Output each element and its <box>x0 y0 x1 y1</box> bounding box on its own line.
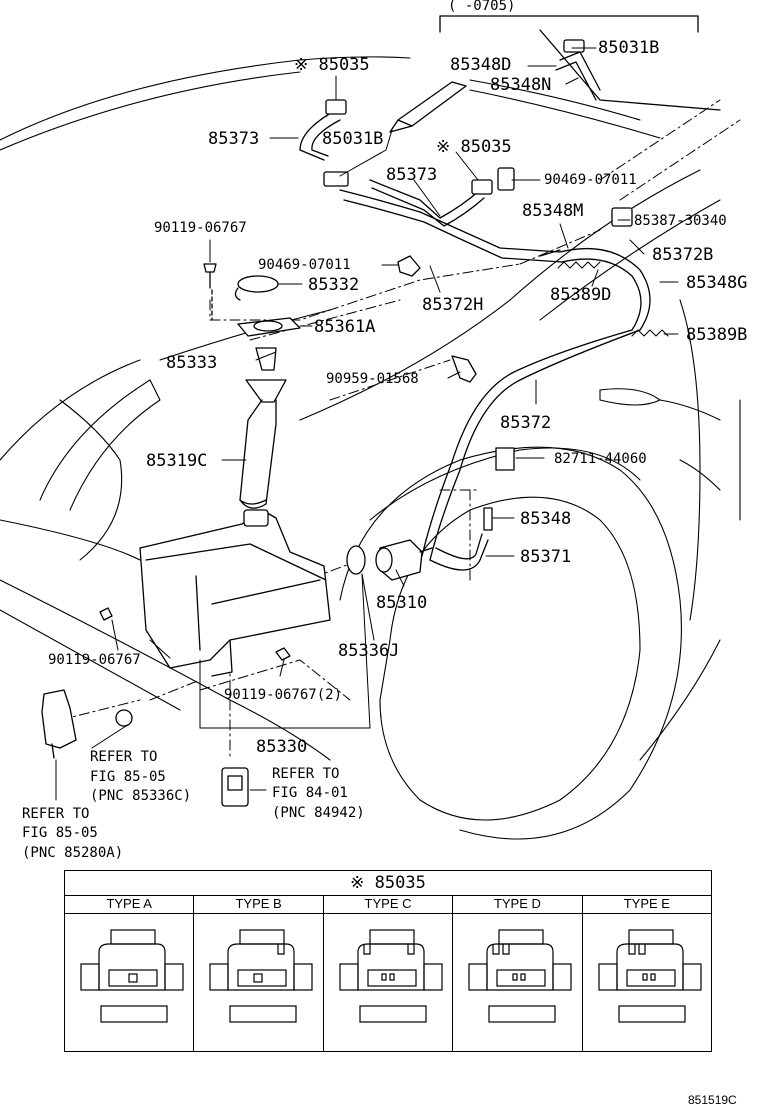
direction-arrow <box>397 81 467 127</box>
part-label-90119-c[interactable]: 90119-06767(2) <box>224 687 343 703</box>
part-label-90469-a[interactable]: 90469-07011 <box>544 172 637 188</box>
part-label-85387[interactable]: 85387-30340 <box>634 213 727 229</box>
part-label-82711[interactable]: 82711-44060 <box>554 451 647 467</box>
nozzle-type-table-title: ※ 85035 <box>65 871 711 896</box>
part-label-85373-b[interactable]: 85373 <box>386 165 438 185</box>
leader-lines <box>59 99 741 761</box>
nozzle-type-a-icon <box>80 929 184 1023</box>
refer-note-2-line2[interactable]: FIG 84-01 <box>272 785 348 801</box>
part-label-85348g[interactable]: 85348G <box>686 273 748 293</box>
hose-icon <box>299 29 721 571</box>
part-label-85310[interactable]: 85310 <box>376 593 428 613</box>
part-label-90469-b[interactable]: 90469-07011 <box>258 257 351 273</box>
refer-note-2-line3[interactable]: (PNC 84942) <box>272 805 365 821</box>
refer-note-3-line1[interactable]: REFER TO <box>22 806 90 822</box>
part-label-85031b-mid[interactable]: 85031B <box>322 129 384 149</box>
type-header-d: TYPE D <box>453 895 582 914</box>
type-header-e: TYPE E <box>582 895 712 914</box>
refer-note-2-line1[interactable]: REFER TO <box>272 766 340 782</box>
type-col-c: TYPE C <box>323 895 454 1051</box>
type-col-d: TYPE D <box>453 895 583 1051</box>
part-label-85373-a[interactable]: 85373 <box>208 129 260 149</box>
bolt-icon <box>99 263 291 661</box>
type-header-b: TYPE B <box>194 895 323 914</box>
part-label-85336j[interactable]: 85336J <box>338 641 400 661</box>
part-label-85371[interactable]: 85371 <box>520 547 572 567</box>
refer-note-3-line3[interactable]: (PNC 85280A) <box>22 845 124 861</box>
part-label-85389b[interactable]: 85389B <box>686 325 748 345</box>
part-label-85361a[interactable]: 85361A <box>314 317 376 337</box>
coil-spring <box>557 261 669 337</box>
part-label-85031b-top[interactable]: 85031B <box>598 38 660 58</box>
nozzle-type-c-icon <box>339 929 443 1023</box>
part-label-85372[interactable]: 85372 <box>500 413 552 433</box>
type-col-a: TYPE A <box>65 895 195 1051</box>
type-header-a: TYPE A <box>65 895 194 914</box>
seal-ring <box>237 275 279 293</box>
part-label-90119-b[interactable]: 90119-06767 <box>48 652 141 668</box>
nozzle-type-b-icon <box>209 929 314 1023</box>
part-label-85035-a[interactable]: ※ 85035 <box>294 55 370 75</box>
part-label-85348[interactable]: 85348 <box>520 509 572 529</box>
part-label-85332[interactable]: 85332 <box>308 275 360 295</box>
type-header-c: TYPE C <box>323 895 453 914</box>
hood-outline <box>0 56 661 151</box>
nozzle-icon <box>323 39 633 227</box>
type-col-b: TYPE B <box>194 895 324 1051</box>
type-col-e: TYPE E <box>582 895 712 1051</box>
part-label-90959[interactable]: 90959-01568 <box>326 371 419 387</box>
refer-pump-icon <box>41 689 249 807</box>
part-label-85348n[interactable]: 85348N <box>490 75 552 95</box>
refer-note-1-line2[interactable]: FIG 85-05 <box>90 769 166 785</box>
header-bracket <box>439 15 699 33</box>
part-label-90119-a[interactable]: 90119-06767 <box>154 220 247 236</box>
nozzle-type-e-icon <box>598 929 702 1023</box>
part-label-85035-b[interactable]: ※ 85035 <box>436 137 512 157</box>
part-label-85372b[interactable]: 85372B <box>652 245 714 265</box>
part-label-85348d[interactable]: 85348D <box>450 55 512 75</box>
refer-note-3-line2[interactable]: FIG 85-05 <box>22 825 98 841</box>
clip-icon <box>397 255 515 531</box>
nozzle-type-d-icon <box>468 929 572 1023</box>
part-label-85333[interactable]: 85333 <box>166 353 218 373</box>
filler-neck <box>239 347 287 509</box>
body-outline <box>0 169 741 840</box>
part-label-85389d[interactable]: 85389D <box>550 285 612 305</box>
nozzle-type-table: ※ 85035 TYPE A TYPE B TYPE C <box>64 870 712 1052</box>
part-label-85330[interactable]: 85330 <box>256 737 308 757</box>
part-label-85348m[interactable]: 85348M <box>522 201 584 221</box>
washer-tank-icon <box>139 509 331 677</box>
model-range-label: ( -0705) <box>448 0 516 14</box>
refer-note-1-line1[interactable]: REFER TO <box>90 749 158 765</box>
washer-pump-icon <box>346 539 433 581</box>
part-label-85319c[interactable]: 85319C <box>146 451 208 471</box>
figure-code: 851519C <box>688 1093 737 1107</box>
solid-leaders <box>55 47 679 801</box>
refer-note-1-line3[interactable]: (PNC 85336C) <box>90 788 192 804</box>
tank-cap-seat <box>237 317 301 337</box>
part-label-85372h[interactable]: 85372H <box>422 295 484 315</box>
